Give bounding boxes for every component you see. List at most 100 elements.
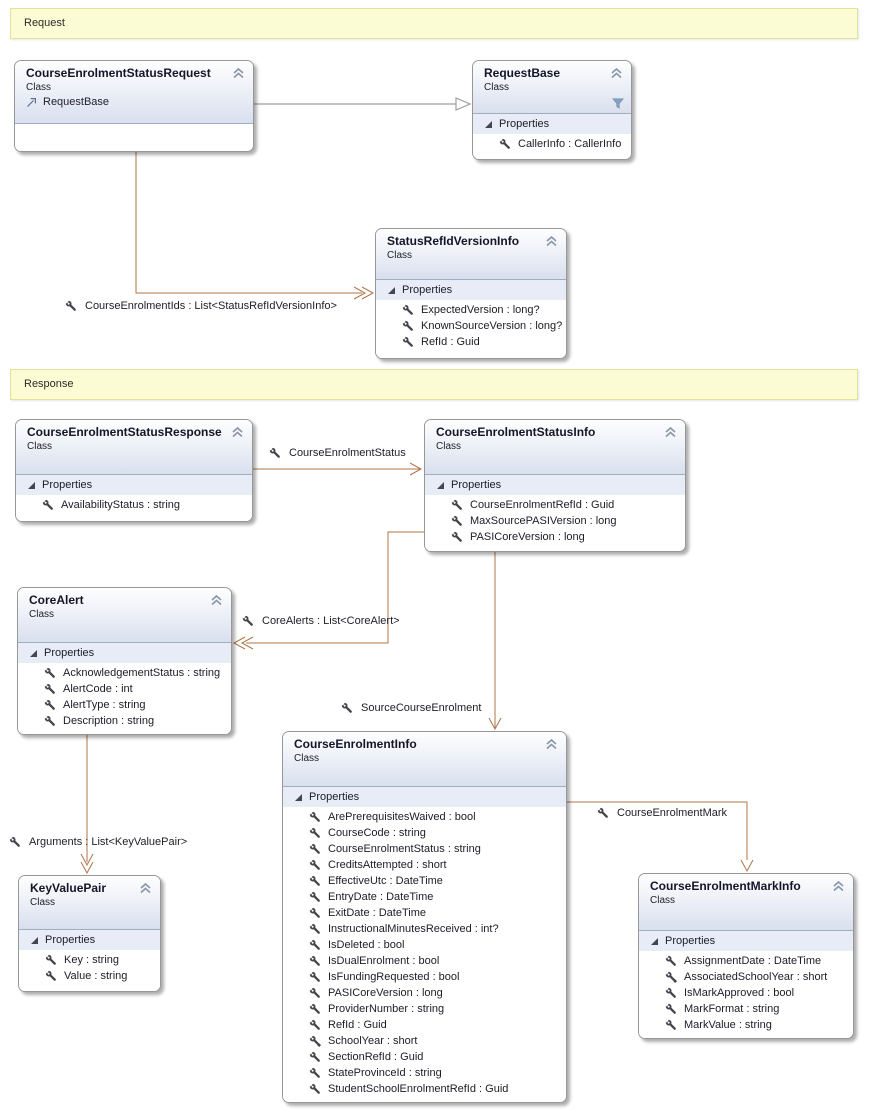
property-row[interactable]: EntryDate : DateTime <box>283 889 566 905</box>
connector-label-course-enrolment-ids[interactable]: CourseEnrolmentIds : List<StatusRefIdVer… <box>64 299 337 313</box>
property-row[interactable]: ProviderNumber : string <box>283 1001 566 1017</box>
collapse-chevron-icon[interactable] <box>545 739 558 750</box>
group-band-response[interactable]: Response <box>10 369 858 400</box>
property-row[interactable]: MarkFormat : string <box>639 1001 853 1017</box>
property-label: IsDualEnrolment : bool <box>328 955 440 967</box>
property-label: IsMarkApproved : bool <box>684 987 795 999</box>
connector-label-core-alerts[interactable]: CoreAlerts : List<CoreAlert> <box>241 614 400 628</box>
property-row[interactable]: ExitDate : DateTime <box>283 905 566 921</box>
property-row[interactable]: CallerInfo : CallerInfo <box>473 136 631 152</box>
property-label: EffectiveUtc : DateTime <box>328 875 443 887</box>
wrench-icon <box>401 319 415 333</box>
property-row[interactable]: IsFundingRequested : bool <box>283 969 566 985</box>
expander-triangle-icon[interactable] <box>28 481 35 489</box>
properties-section-header[interactable]: Properties <box>376 280 566 300</box>
property-row[interactable]: MarkValue : string <box>639 1017 853 1033</box>
property-row[interactable]: ArePrerequisitesWaived : bool <box>283 809 566 825</box>
property-row[interactable]: AlertCode : int <box>18 681 231 697</box>
properties-section-header[interactable]: Properties <box>283 787 566 807</box>
wrench-icon <box>308 842 320 854</box>
property-row[interactable]: AlertType : string <box>18 697 231 713</box>
collapse-chevron-icon[interactable] <box>545 236 558 247</box>
property-row[interactable]: AvailabilityStatus : string <box>16 497 252 513</box>
connector-label-source-course-enrolment[interactable]: SourceCourseEnrolment <box>340 701 481 715</box>
collapse-chevron-icon[interactable] <box>664 427 677 438</box>
collapse-chevron-icon[interactable] <box>610 68 623 79</box>
property-row[interactable]: SchoolYear : short <box>283 1033 566 1049</box>
connector-label-course-enrolment-mark[interactable]: CourseEnrolmentMark <box>596 806 727 820</box>
class-box-status-ref-id-version-info[interactable]: StatusRefIdVersionInfo Class Properties … <box>375 228 567 359</box>
wrench-icon <box>401 303 413 315</box>
expander-triangle-icon[interactable] <box>485 120 492 128</box>
class-box-body <box>15 123 253 151</box>
properties-section-header[interactable]: Properties <box>425 475 685 495</box>
collapse-chevron-icon[interactable] <box>231 427 244 438</box>
property-row[interactable]: CourseEnrolmentStatus : string <box>283 841 566 857</box>
property-row[interactable]: RefId : Guid <box>376 334 566 350</box>
properties-section-header[interactable]: Properties <box>16 475 252 495</box>
wrench-icon <box>308 954 322 968</box>
properties-section-header[interactable]: Properties <box>18 643 231 663</box>
property-row[interactable]: Key : string <box>19 952 160 968</box>
class-box-course-enrolment-status-response[interactable]: CourseEnrolmentStatusResponse Class Prop… <box>15 419 253 522</box>
collapse-chevron-icon[interactable] <box>232 68 245 79</box>
property-row[interactable]: InstructionalMinutesReceived : int? <box>283 921 566 937</box>
property-row[interactable]: PASICoreVersion : long <box>425 529 685 545</box>
property-row[interactable]: IsMarkApproved : bool <box>639 985 853 1001</box>
property-label: PASICoreVersion : long <box>328 987 443 999</box>
property-row[interactable]: StateProvinceId : string <box>283 1065 566 1081</box>
inherits-row[interactable]: RequestBase <box>26 96 243 108</box>
wrench-icon <box>664 1002 678 1016</box>
group-band-request[interactable]: Request <box>10 8 858 39</box>
property-row[interactable]: CourseCode : string <box>283 825 566 841</box>
connector-label-arguments[interactable]: Arguments : List<KeyValuePair> <box>8 835 187 849</box>
property-label: PASICoreVersion : long <box>470 531 585 543</box>
properties-list: ExpectedVersion : long? KnownSourceVersi… <box>376 300 566 350</box>
property-row[interactable]: Value : string <box>19 968 160 984</box>
expander-triangle-icon[interactable] <box>388 286 395 294</box>
connector-label-text: SourceCourseEnrolment <box>361 702 482 714</box>
class-box-course-enrolment-info[interactable]: CourseEnrolmentInfo Class Properties Are… <box>282 731 567 1103</box>
property-row[interactable]: KnownSourceVersion : long? <box>376 318 566 334</box>
wrench-icon <box>664 1018 678 1032</box>
class-title: KeyValuePair <box>30 881 107 895</box>
property-row[interactable]: RefId : Guid <box>283 1017 566 1033</box>
expander-triangle-icon[interactable] <box>30 649 37 657</box>
expander-triangle-icon[interactable] <box>437 481 444 489</box>
properties-section-header[interactable]: Properties <box>639 931 853 951</box>
property-row[interactable]: AcknowledgementStatus : string <box>18 665 231 681</box>
property-row[interactable]: Description : string <box>18 713 231 729</box>
property-row[interactable]: IsDeleted : bool <box>283 937 566 953</box>
property-row[interactable]: MaxSourcePASIVersion : long <box>425 513 685 529</box>
collapse-chevron-icon[interactable] <box>210 595 223 606</box>
property-label: AssociatedSchoolYear : short <box>684 971 828 983</box>
property-row[interactable]: AssignmentDate : DateTime <box>639 953 853 969</box>
properties-section-header[interactable]: Properties <box>19 930 160 950</box>
property-row[interactable]: SectionRefId : Guid <box>283 1049 566 1065</box>
property-row[interactable]: StudentSchoolEnrolmentRefId : Guid <box>283 1081 566 1097</box>
property-row[interactable]: CreditsAttempted : short <box>283 857 566 873</box>
class-box-request-base[interactable]: RequestBase Class Properties <box>472 60 632 160</box>
class-box-course-enrolment-status-request[interactable]: CourseEnrolmentStatusRequest Class Reque… <box>14 60 254 152</box>
expander-triangle-icon[interactable] <box>651 937 658 945</box>
expander-triangle-icon[interactable] <box>31 936 38 944</box>
property-row[interactable]: CourseEnrolmentRefId : Guid <box>425 497 685 513</box>
class-box-course-enrolment-mark-info[interactable]: CourseEnrolmentMarkInfo Class Properties… <box>638 873 854 1039</box>
class-title: StatusRefIdVersionInfo <box>387 234 520 248</box>
collapse-chevron-icon[interactable] <box>139 883 152 894</box>
expander-triangle-icon[interactable] <box>295 793 302 801</box>
property-row[interactable]: PASICoreVersion : long <box>283 985 566 1001</box>
property-row[interactable]: EffectiveUtc : DateTime <box>283 873 566 889</box>
class-box-course-enrolment-status-info[interactable]: CourseEnrolmentStatusInfo Class Properti… <box>424 419 686 552</box>
property-row[interactable]: AssociatedSchoolYear : short <box>639 969 853 985</box>
filter-funnel-icon[interactable] <box>612 98 624 109</box>
property-row[interactable]: IsDualEnrolment : bool <box>283 953 566 969</box>
property-row[interactable]: ExpectedVersion : long? <box>376 302 566 318</box>
properties-section-header[interactable]: Properties <box>473 114 631 134</box>
wrench-icon <box>664 1018 676 1030</box>
class-box-key-value-pair[interactable]: KeyValuePair Class Properties Key : stri… <box>18 875 161 992</box>
property-label: AvailabilityStatus : string <box>61 499 181 511</box>
class-box-core-alert[interactable]: CoreAlert Class Properties Acknowledgeme… <box>17 587 232 735</box>
collapse-chevron-icon[interactable] <box>832 881 845 892</box>
connector-label-course-enrolment-status[interactable]: CourseEnrolmentStatus <box>268 446 406 460</box>
